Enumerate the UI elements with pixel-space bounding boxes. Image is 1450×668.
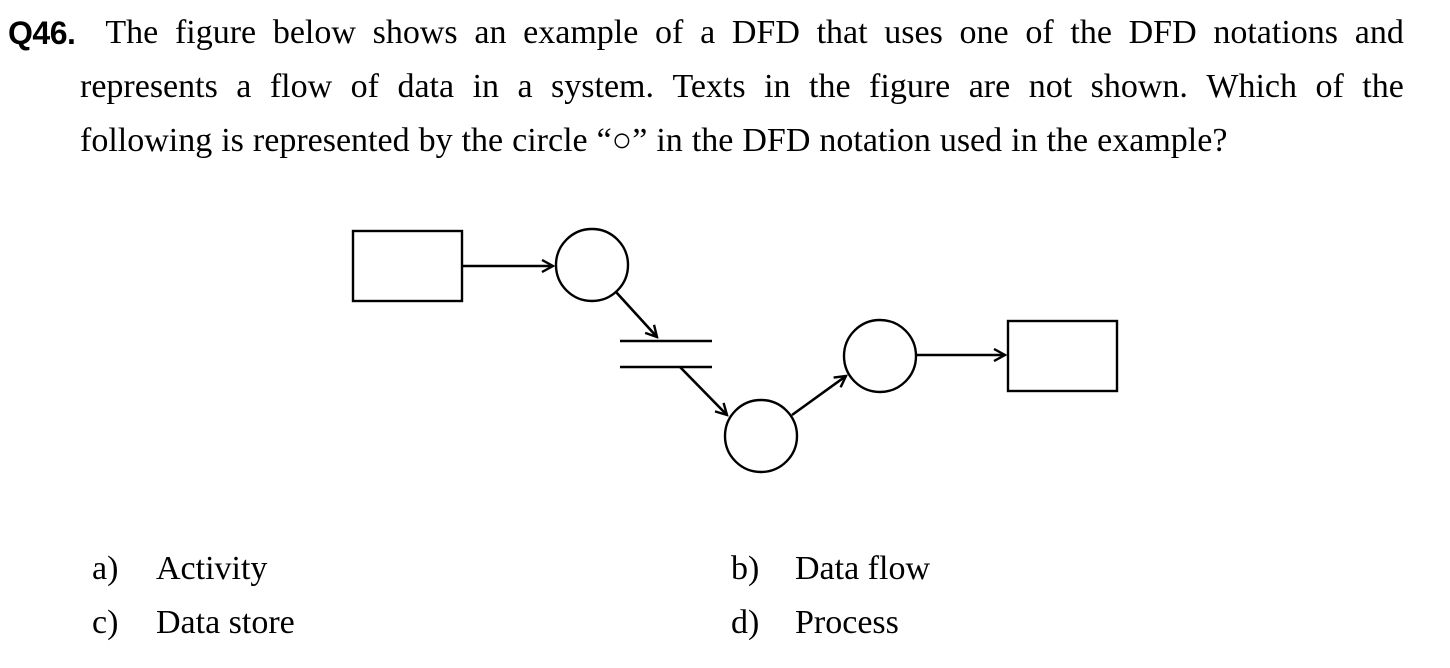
option-c[interactable]: c) Data store [92,603,295,643]
option-d-label: d) [731,604,760,641]
question-word: the [1046,122,1089,159]
question-word: shows [372,14,458,51]
question-word: in [472,68,500,105]
question-word: by [418,122,453,159]
option-b-text: Data flow [795,550,931,587]
option-d[interactable]: d) Process [731,603,899,643]
question-word: of [655,14,684,51]
question-word: an [474,14,507,51]
question-word: that [816,14,868,51]
question-word: of [1025,14,1054,51]
question-word: the [691,122,734,159]
process-circle-3 [842,318,918,394]
question-word: one [959,14,1009,51]
question-word: of [350,68,379,105]
question-word: the [1070,14,1112,51]
question-word: and [1354,14,1404,51]
question-word: example [523,14,639,51]
option-a-label: a) [92,550,119,587]
question-word: DFD [731,14,800,51]
question-word: notation [819,122,931,159]
question-word: the [461,122,504,159]
external-entity-sink [1006,319,1119,393]
question-word: represents [80,68,218,105]
question-word: is [221,122,244,159]
data-flow-arrow-2 [615,291,657,337]
question-word: a [700,14,716,51]
question-word: a [517,68,533,105]
question-word: “○” [596,122,648,159]
question-word: data [397,68,455,105]
question-word: the [809,68,851,105]
question-word: figure [174,14,257,51]
question-word: DFD [1128,14,1197,51]
question-word: not [1028,68,1073,105]
question-word: figure [869,68,951,105]
question-word: system. [551,68,654,105]
question-word: a [236,68,252,105]
option-d-text: Process [795,604,899,641]
question-word: in [656,122,683,159]
process-circle-1 [554,227,630,303]
question-word: notations [1213,14,1339,51]
question-word: The [105,14,159,51]
question-word: uses [884,14,943,51]
question-word: are [968,68,1011,105]
question-word: following [80,122,213,159]
question-word: below [272,14,356,51]
option-c-label: c) [92,604,119,641]
data-flow-arrow-4 [791,376,846,417]
question-word: DFD [742,122,811,159]
question-word: used [939,122,1003,159]
question-word: of [1315,68,1344,105]
question-word: circle [512,122,588,159]
question-word: Texts [672,68,746,105]
question-number: Q46. [8,15,76,51]
question-word: represented [252,122,410,159]
process-circle-2 [723,398,799,474]
question-word: flow [269,68,333,105]
option-a[interactable]: a) Activity [92,549,267,589]
option-b-label: b) [731,550,760,587]
question-word: in [764,68,791,105]
question-word: example? [1097,122,1228,159]
question-word: shown. [1090,68,1188,105]
question-word: Which [1206,68,1298,105]
question-word: in [1011,122,1038,159]
option-a-text: Activity [156,550,268,587]
external-entity-source [351,229,464,303]
option-c-text: Data store [156,604,295,641]
data-flow-arrow-3 [679,366,727,415]
question-word: the [1362,68,1404,105]
option-b[interactable]: b) Data flow [731,549,930,589]
